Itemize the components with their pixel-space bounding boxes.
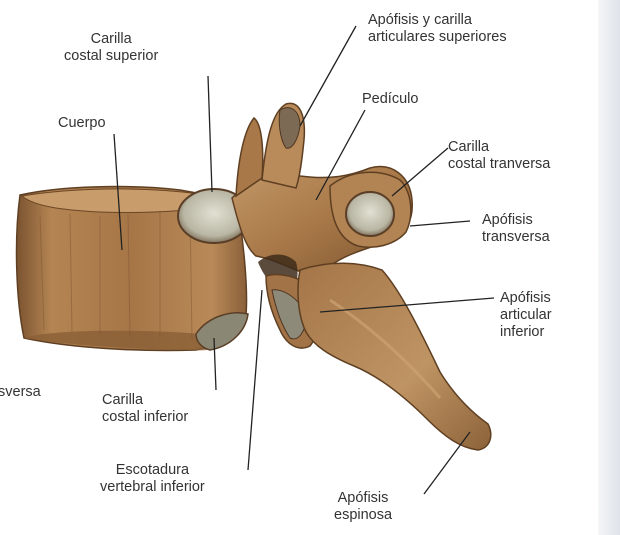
label-inferior-articular-process: Apófisis articular inferior: [500, 290, 552, 341]
superior-articular-process: [236, 103, 304, 196]
label-transverse-costal-facet: Carilla costal tranversa: [448, 139, 550, 173]
label-superior-articular-process: Apófisis y carilla articulares superiore…: [368, 12, 507, 46]
label-transverse-process: Apófisis transversa: [482, 212, 550, 246]
label-superior-costal-facet: Carilla costal superior: [64, 31, 158, 65]
label-inferior-costal-facet: Carilla costal inferior: [102, 392, 188, 426]
spinous-process: [298, 263, 491, 450]
label-pedicle: Pedículo: [362, 91, 418, 108]
transverse-costal-facet: [346, 192, 394, 236]
label-spinous-process: Apófisis espinosa: [334, 490, 392, 524]
label-cut-transversa: sversa: [0, 384, 41, 401]
label-inferior-vertebral-notch: Escotadura vertebral inferior: [100, 462, 205, 496]
label-body: Cuerpo: [58, 115, 106, 132]
